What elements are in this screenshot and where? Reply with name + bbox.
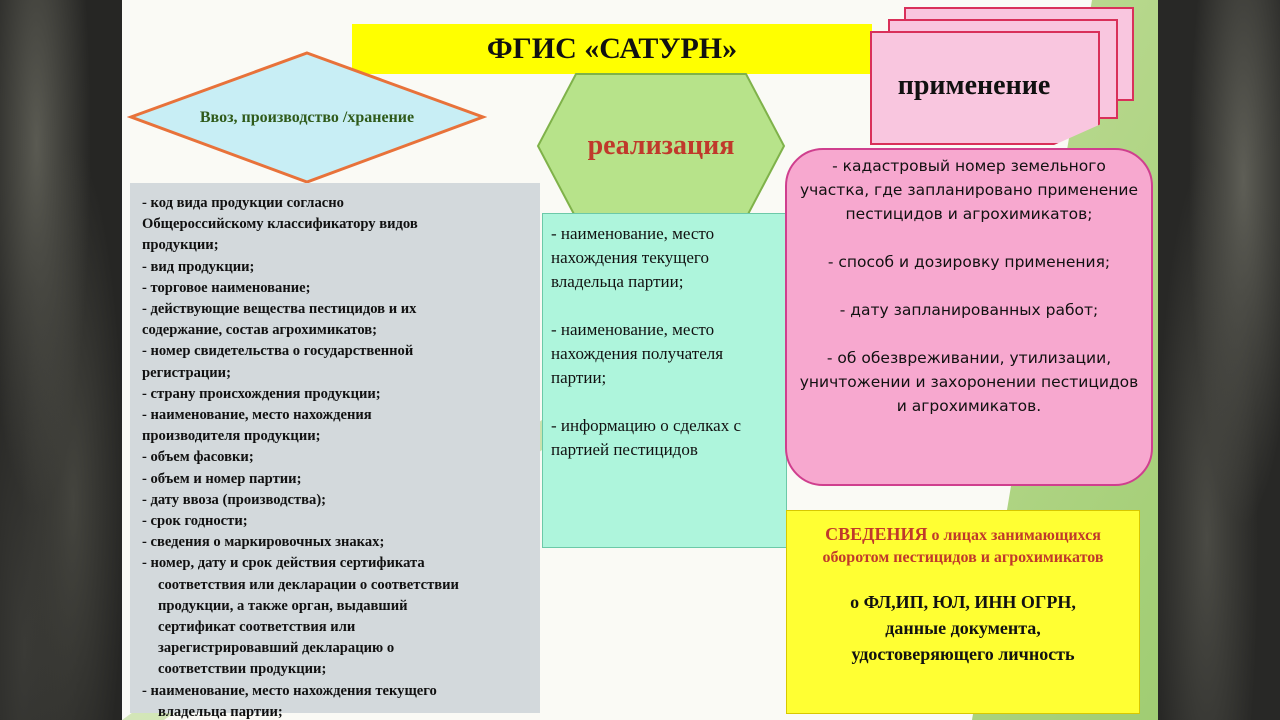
diamond-shape <box>126 51 488 184</box>
persons-body-line: удостоверяющего личность <box>851 644 1075 664</box>
list-item: соответствия или декларации о соответств… <box>158 576 459 593</box>
application-fields-panel: - кадастровый номер земельного участка, … <box>785 148 1153 486</box>
list-item: - действующие вещества пестицидов и их <box>142 301 417 318</box>
list-item: - об обезвреживании, утилизации, уничтож… <box>799 349 1139 415</box>
persons-body-line: данные документа, <box>885 618 1041 638</box>
persons-body-line: о ФЛ,ИП, ЮЛ, ИНН ОГРН, <box>850 592 1076 612</box>
paper-sheet-front <box>870 31 1100 145</box>
sale-fields-panel: - наименование, место нахождения текущег… <box>542 213 787 548</box>
list-item: - вид продукции; <box>142 258 255 275</box>
list-item: продукции, а также орган, выдавший <box>158 597 408 614</box>
stage-storage-diamond: Ввоз, производство /хранение <box>126 50 488 185</box>
list-item: регистрации; <box>142 364 231 381</box>
stage-sale-label: реализация <box>587 130 735 161</box>
slide: ФГИС «САТУРН» Ввоз, производство /хранен… <box>122 0 1158 720</box>
list-item: - дату ввоза (производства); <box>142 491 327 508</box>
list-item: - объем фасовки; <box>142 449 254 466</box>
list-item: производителя продукции; <box>142 428 321 445</box>
list-item: - наименование, место нахождения текущег… <box>142 682 437 699</box>
stage-application-label: применение <box>897 70 1051 101</box>
background-left <box>0 0 122 720</box>
list-item: - информацию о сделках с партией пестици… <box>551 416 742 459</box>
list-item: - номер, дату и срок действия сертификат… <box>142 555 425 572</box>
list-item: - код вида продукции согласно <box>142 195 344 211</box>
list-item: - сведения о маркировочных знаках; <box>142 534 385 551</box>
list-item: - объем и номер партии; <box>142 470 302 487</box>
list-item: - торговое наименование; <box>142 279 311 296</box>
persons-heading-strong: СВЕДЕНИЯ <box>825 524 928 544</box>
list-item: - дату запланированных работ; <box>839 301 1099 319</box>
page-title: ФГИС «САТУРН» <box>352 24 872 74</box>
list-item: владельца партии; <box>158 703 283 720</box>
list-item: - срок годности; <box>142 513 248 530</box>
sale-fields-list: - наименование, место нахождения текущег… <box>543 214 786 462</box>
list-item: - номер свидетельства о государственной <box>142 343 414 360</box>
list-item: зарегистрировавший декларацию о <box>158 640 395 657</box>
list-item: - наименование, место нахождения получат… <box>551 320 724 387</box>
stage-storage-label: Ввоз, производство /хранение <box>199 108 415 126</box>
persons-info-panel: СВЕДЕНИЯ о лицах занимающихся оборотом п… <box>786 510 1140 714</box>
application-fields-list: - кадастровый номер земельного участка, … <box>787 150 1151 418</box>
persons-heading-rest: о лицах занимающихся оборотом пестицидов… <box>822 527 1104 566</box>
persons-heading: СВЕДЕНИЯ о лицах занимающихся оборотом п… <box>787 523 1139 569</box>
list-item: - наименование, место нахождения <box>142 407 372 424</box>
list-item: - наименование, место нахождения текущег… <box>551 224 715 291</box>
stage-sale-hexagon: реализация <box>536 72 786 220</box>
list-item: соответствии продукции; <box>158 661 327 678</box>
list-item: Общероссийскому классификатору видов <box>142 216 418 233</box>
persons-body: о ФЛ,ИП, ЮЛ, ИНН ОГРН, данные документа,… <box>787 589 1139 667</box>
list-item: продукции; <box>142 237 219 254</box>
background-right <box>1158 0 1280 720</box>
list-item: - кадастровый номер земельного участка, … <box>799 157 1139 223</box>
list-item: - страну происхождения продукции; <box>142 385 381 402</box>
list-item: содержание, состав агрохимикатов; <box>142 322 378 339</box>
list-item: сертификат соответствия или <box>158 619 356 636</box>
stage-application-papers <box>870 5 1138 150</box>
list-item: - способ и дозировку применения; <box>827 253 1111 271</box>
